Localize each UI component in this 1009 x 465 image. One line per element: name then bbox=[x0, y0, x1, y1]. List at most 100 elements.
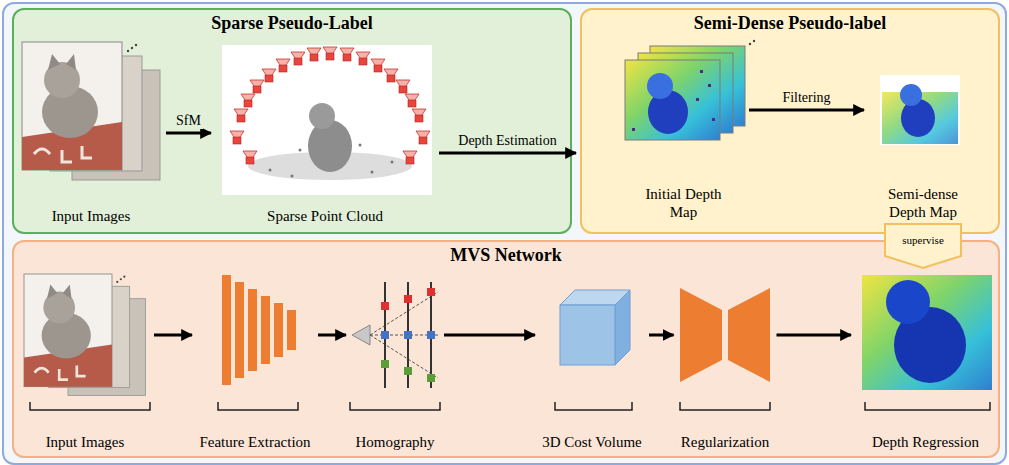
point-cloud-ground bbox=[222, 45, 432, 195]
cube-side bbox=[615, 290, 630, 365]
edge-label: SfM bbox=[174, 113, 203, 129]
block-arrow bbox=[885, 224, 961, 268]
semi-cat-head bbox=[900, 84, 922, 106]
caption: Initial Depth Map bbox=[644, 185, 724, 223]
depth-noise bbox=[632, 128, 635, 131]
camera bbox=[276, 59, 290, 72]
depth-map-middle bbox=[638, 53, 733, 133]
feature-bar bbox=[222, 275, 231, 385]
feature-bar bbox=[235, 282, 244, 378]
arrow-connector bbox=[318, 334, 346, 337]
output-cat-head bbox=[886, 280, 930, 324]
arrow-connector bbox=[649, 334, 674, 337]
point bbox=[269, 169, 272, 172]
point bbox=[291, 175, 294, 178]
depth-noise bbox=[708, 84, 711, 87]
edge-label: Filtering bbox=[780, 90, 832, 106]
camera bbox=[384, 69, 398, 82]
camera bbox=[340, 48, 354, 61]
camera bbox=[405, 94, 419, 107]
point-cat-head bbox=[309, 103, 335, 129]
camera bbox=[241, 94, 255, 107]
panel-region: Sparse Pseudo-LabelInput Images Sparse Po… bbox=[12, 8, 572, 234]
input-images-figure bbox=[22, 42, 160, 180]
more-dot bbox=[753, 40, 755, 42]
arrow-connector bbox=[439, 152, 576, 155]
semi-cat-body bbox=[901, 99, 935, 137]
feature-bar bbox=[274, 303, 283, 357]
depth-map-back bbox=[650, 46, 745, 126]
figure-item: Initial Depth Map bbox=[622, 45, 745, 222]
more-dot bbox=[749, 43, 751, 45]
encoder-shape bbox=[680, 288, 722, 382]
caption: Homography bbox=[355, 433, 434, 452]
camera bbox=[323, 47, 337, 60]
feature-bar bbox=[261, 296, 270, 364]
camera bbox=[396, 80, 410, 93]
figure-item: 3D Cost Volume bbox=[539, 270, 645, 452]
bracket bbox=[30, 402, 990, 410]
figure-item: Input Images bbox=[20, 36, 162, 226]
point-scatter bbox=[248, 152, 412, 180]
arrow-connector bbox=[444, 334, 535, 337]
output-cat-body bbox=[894, 307, 966, 383]
figure-item: Homography bbox=[350, 270, 440, 452]
edge-label: Depth Estimation bbox=[456, 133, 558, 149]
ray-lines bbox=[370, 292, 438, 378]
point bbox=[371, 171, 374, 174]
camera bbox=[371, 59, 385, 72]
input-images-figure bbox=[24, 274, 145, 395]
panel-region: MVS NetworkInput Images Feature Extractio… bbox=[12, 240, 1000, 458]
depth-noise bbox=[696, 98, 699, 101]
sample-blue bbox=[404, 331, 412, 339]
camera bbox=[403, 151, 417, 164]
camera bbox=[356, 52, 370, 65]
semi-dense-ground bbox=[880, 75, 960, 145]
sample-red bbox=[404, 295, 412, 303]
sample-green bbox=[381, 360, 389, 368]
camera bbox=[250, 80, 264, 93]
camera bbox=[416, 131, 430, 144]
panel-title: MVS Network bbox=[14, 245, 998, 266]
depth-noise bbox=[700, 70, 703, 73]
figure-item: Regularization bbox=[678, 270, 773, 452]
depth-map-front bbox=[625, 60, 720, 140]
cube-top bbox=[560, 290, 630, 305]
panel-title: Semi-Dense Pseudo-label bbox=[582, 13, 998, 34]
panel-region: Semi-Dense Pseudo-labelInitial Depth Map… bbox=[580, 8, 1000, 234]
figure-item: Depth Regression bbox=[855, 270, 996, 452]
sample-blue bbox=[381, 331, 389, 339]
point bbox=[391, 161, 394, 164]
figure-item: Input Images bbox=[20, 270, 150, 452]
point bbox=[299, 149, 302, 152]
caption: Regularization bbox=[681, 433, 769, 452]
camera bbox=[291, 52, 305, 65]
camera bbox=[243, 151, 257, 164]
caption: Input Images bbox=[52, 207, 131, 226]
caption: Input Images bbox=[46, 433, 125, 452]
point-cat-body bbox=[308, 120, 352, 172]
arrow-connector bbox=[777, 334, 852, 337]
caption: Semi-dense Depth Map bbox=[881, 185, 965, 223]
arrow-connector bbox=[166, 132, 211, 135]
camera bbox=[230, 131, 244, 144]
depth-cat-body bbox=[648, 90, 688, 134]
edge-label: supervise bbox=[900, 234, 946, 247]
panel-title: Sparse Pseudo-Label bbox=[14, 13, 570, 34]
caption: Feature Extraction bbox=[199, 433, 310, 452]
camera bbox=[307, 48, 321, 61]
caption: 3D Cost Volume bbox=[542, 433, 641, 452]
camera bbox=[262, 69, 276, 82]
depth-planes bbox=[385, 282, 431, 388]
camera bbox=[412, 109, 426, 122]
decoder-shape bbox=[728, 288, 770, 382]
sample-green bbox=[404, 367, 412, 375]
arrow-connector bbox=[154, 334, 192, 337]
caption: Depth Regression bbox=[872, 433, 979, 452]
figure-item: Semi-dense Depth Map bbox=[868, 60, 978, 222]
figure-item: Sparse Point Cloud bbox=[215, 40, 435, 226]
cube-front bbox=[560, 305, 615, 365]
